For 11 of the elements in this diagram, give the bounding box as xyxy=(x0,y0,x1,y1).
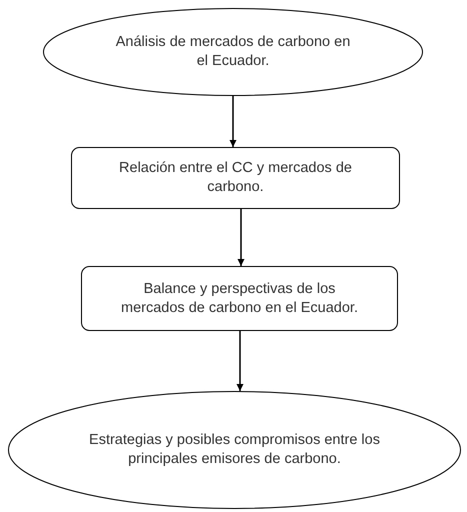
arrow xyxy=(238,209,244,266)
terminal-ellipse xyxy=(8,391,461,509)
node-text: Análisis de mercados de carbono en el Ecuador. xyxy=(114,33,352,71)
node-text: Estrategias y posibles compromisos entre los principales emisores de carbono. xyxy=(88,431,381,469)
terminal-ellipse xyxy=(43,8,423,96)
arrow xyxy=(236,331,244,391)
process-box xyxy=(81,266,398,331)
node-text: Balance y perspectivas de los mercados de carbono en el Ecuador. xyxy=(121,280,358,318)
process-box xyxy=(71,147,400,209)
node-text: Relación entre el CC y mercados de carbono. xyxy=(118,159,353,197)
arrow xyxy=(230,96,236,147)
